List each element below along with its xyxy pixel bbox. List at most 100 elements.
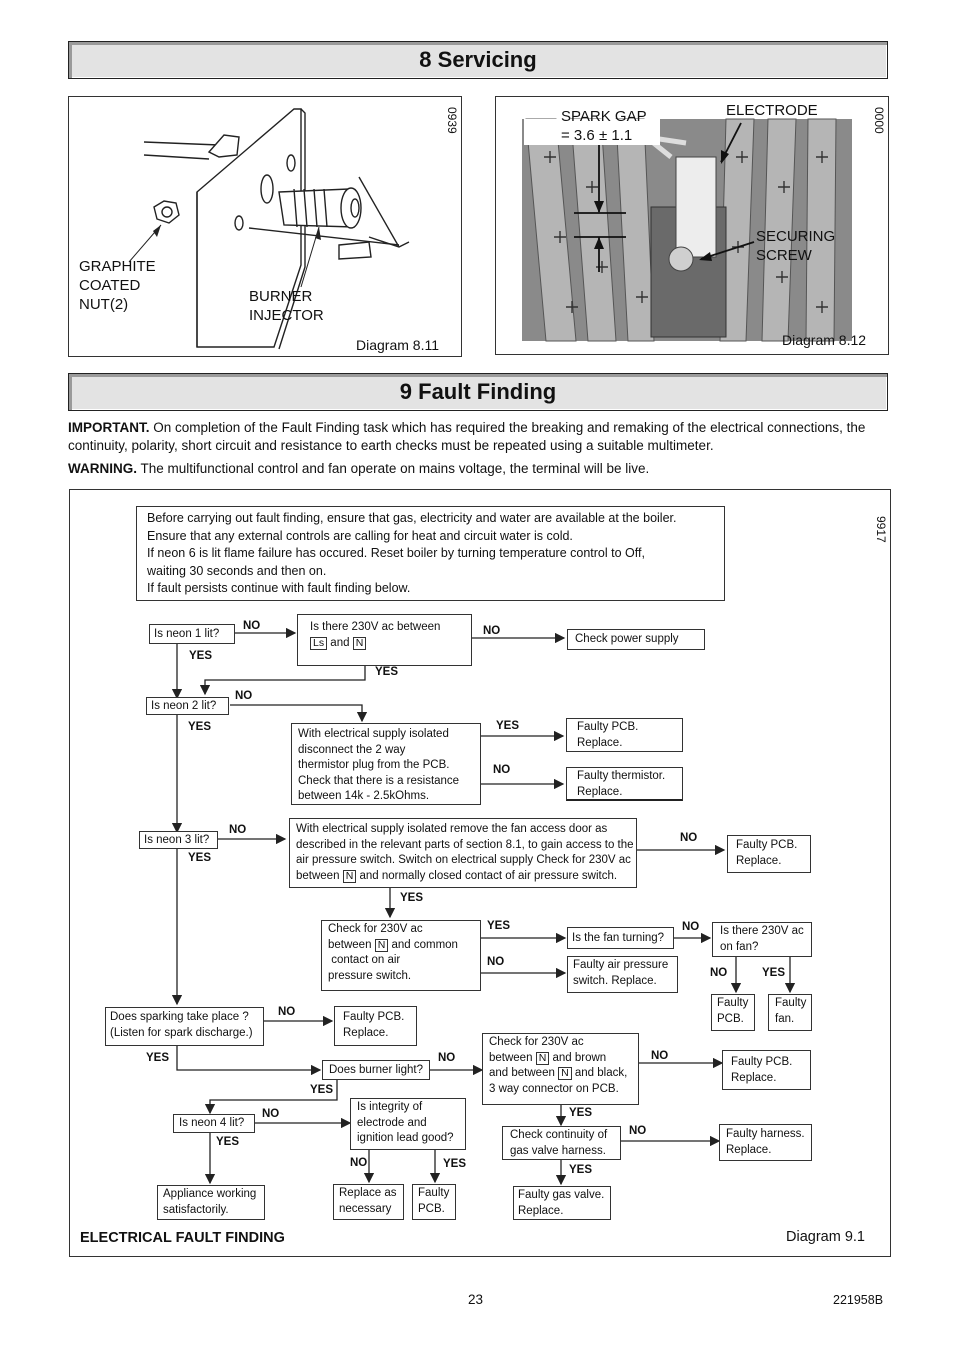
yes-label: YES <box>443 1158 467 1170</box>
no-label: NO <box>243 620 261 632</box>
appliance-working-box: Appliance working satisfactorily. <box>157 1185 265 1220</box>
section-8-heading: 8 Servicing <box>68 41 888 79</box>
electrode-label: ELECTRODE <box>726 102 818 119</box>
important-lead: IMPORTANT. <box>68 420 150 435</box>
fan-voltage-question: Is there 230V ac on fan? <box>712 922 812 957</box>
warning-note: WARNING. The multifunctional control and… <box>68 460 890 478</box>
no-label: NO <box>710 967 728 979</box>
diagram-8-12: SPARK GAP = 3.6 ± 1.1 ELECTRODE SECURING… <box>495 96 889 355</box>
no-label: NO <box>629 1125 647 1137</box>
securing-screw-label: SECURING SCREW <box>756 228 836 264</box>
spark-gap-label: SPARK GAP = 3.6 ± 1.1 <box>561 108 647 144</box>
faulty-gas-valve-box: Faulty gas valve. Replace. <box>513 1186 611 1220</box>
faulty-thermistor-box: Faulty thermistor. Replace. <box>566 767 683 801</box>
yes-label: YES <box>487 920 511 932</box>
diagram-8-11-code: 0939 <box>445 107 459 134</box>
supply-voltage-question: Is there 230V ac between Ls and N <box>297 614 472 666</box>
faulty-pcb-fan-branch: Faulty PCB. <box>711 994 755 1031</box>
yes-label: YES <box>188 721 212 733</box>
diagram-9-1-code: 9917 <box>874 516 888 543</box>
no-label: NO <box>438 1052 456 1064</box>
yes-label: YES <box>569 1107 593 1119</box>
replace-as-necessary-box: Replace as necessary <box>333 1184 404 1220</box>
yes-label: YES <box>188 852 212 864</box>
aps-n-tag: N <box>374 938 389 952</box>
no-label: NO <box>487 956 505 968</box>
faulty-pcb-replace-2: Faulty PCB. Replace. <box>727 835 811 873</box>
section-8-title: 8 Servicing <box>419 47 537 72</box>
diagram-9-1-caption: Diagram 9.1 <box>786 1229 865 1245</box>
no-label: NO <box>680 832 698 844</box>
neon-3-question: Is neon 3 lit? <box>139 831 218 849</box>
no-label: NO <box>278 1006 296 1018</box>
fan-access-check-box: With electrical supply isolated remove t… <box>289 818 637 888</box>
pcb-conn-text-1: Check for 230V ac between <box>489 1036 584 1064</box>
faulty-fan-box: Faulty fan. <box>768 994 812 1031</box>
diagram-8-11-caption: Diagram 8.11 <box>356 337 440 353</box>
pcb-connector-check-box: Check for 230V ac between N and brown an… <box>482 1033 639 1105</box>
no-label: NO <box>229 824 247 836</box>
yes-label: YES <box>569 1164 593 1176</box>
section-9-title: 9 Fault Finding <box>399 379 557 404</box>
diagram-8-12-caption: Diagram 8.12 <box>782 332 867 348</box>
no-label: NO <box>483 625 501 637</box>
burner-injector-label: BURNER INJECTOR <box>249 288 324 324</box>
pcb-conn-n-tag-2: N <box>558 1067 572 1080</box>
yes-label: YES <box>496 720 520 732</box>
diagram-8-12-code: 0000 <box>872 107 886 134</box>
fan-access-text-2: and normally closed contact of air press… <box>356 869 618 882</box>
thermistor-check-box: With electrical supply isolated disconne… <box>291 723 481 805</box>
document-code: 221958B <box>833 1293 884 1307</box>
fan-access-text: With electrical supply isolated remove t… <box>296 823 634 882</box>
neon-4-question: Is neon 4 lit? <box>173 1114 255 1133</box>
gas-valve-continuity-box: Check continuity of gas valve harness. <box>502 1126 621 1160</box>
diagram-9-1: 9917 Before carrying out fault finding, … <box>69 489 891 1257</box>
yes-label: YES <box>189 650 213 662</box>
yes-label: YES <box>146 1052 170 1064</box>
neon-2-question: Is neon 2 lit? <box>146 697 229 715</box>
no-label: NO <box>493 764 511 776</box>
supply-voltage-text: Is there 230V ac between <box>310 621 441 633</box>
flowchart-connectors <box>171 627 796 1186</box>
neon-1-question: Is neon 1 lit? <box>149 624 235 644</box>
pcb-conn-n-tag-1: N <box>535 1051 550 1065</box>
electrode-integrity-question: Is integrity of electrode and ignition l… <box>350 1098 466 1150</box>
faulty-pcb-replace-3: Faulty PCB. Replace. <box>334 1006 417 1046</box>
fan-turning-question: Is the fan turning? <box>567 927 674 949</box>
yes-label: YES <box>375 666 399 678</box>
sparking-question: Does sparking take place ? (Listen for s… <box>105 1007 264 1046</box>
warning-text: The multifunctional control and fan oper… <box>137 461 650 476</box>
n-terminal-tag: N <box>352 636 367 650</box>
ls-terminal-tag: Ls <box>310 636 328 650</box>
no-label: NO <box>235 690 253 702</box>
no-label: NO <box>682 921 700 933</box>
fan-access-n-tag: N <box>342 869 357 883</box>
burner-light-question: Does burner light? <box>322 1060 430 1080</box>
and-text: and <box>330 636 350 649</box>
faulty-pcb-replace-1: Faulty PCB. Replace. <box>566 718 683 752</box>
page-number: 23 <box>468 1292 484 1307</box>
yes-label: YES <box>400 892 424 904</box>
no-label: NO <box>651 1050 669 1062</box>
burner-injector-illustration <box>128 108 410 350</box>
warning-lead: WARNING. <box>68 461 137 476</box>
aps-text-1: Check for 230V ac between <box>328 923 423 951</box>
faulty-harness-box: Faulty harness. Replace. <box>719 1124 812 1161</box>
aps-voltage-check-box: Check for 230V ac between N and common c… <box>321 920 481 991</box>
faulty-air-pressure-switch-box: Faulty air pressure switch. Replace. <box>567 956 678 993</box>
faulty-pcb-replace-4: Faulty PCB. Replace. <box>722 1050 811 1090</box>
yes-label: YES <box>310 1084 334 1096</box>
section-9-heading: 9 Fault Finding <box>68 373 888 411</box>
faulty-pcb-integrity-branch: Faulty PCB. <box>412 1184 456 1220</box>
electrode-photo <box>522 118 852 342</box>
pcb-conn-text-2: and brown and between <box>489 1051 607 1080</box>
electrical-fault-finding-title: ELECTRICAL FAULT FINDING <box>80 1230 285 1246</box>
important-note: IMPORTANT. On completion of the Fault Fi… <box>68 419 890 455</box>
yes-label: YES <box>762 967 786 979</box>
important-text: On completion of the Fault Finding task … <box>68 420 866 453</box>
pcb-conn-text-3: and black, 3 way connector on PCB. <box>489 1067 628 1095</box>
no-label: NO <box>350 1157 368 1169</box>
graphite-nut-label: GRAPHITE COATED NUT(2) <box>79 258 156 313</box>
check-power-supply-box: Check power supply <box>567 629 705 650</box>
no-label: NO <box>262 1108 280 1120</box>
